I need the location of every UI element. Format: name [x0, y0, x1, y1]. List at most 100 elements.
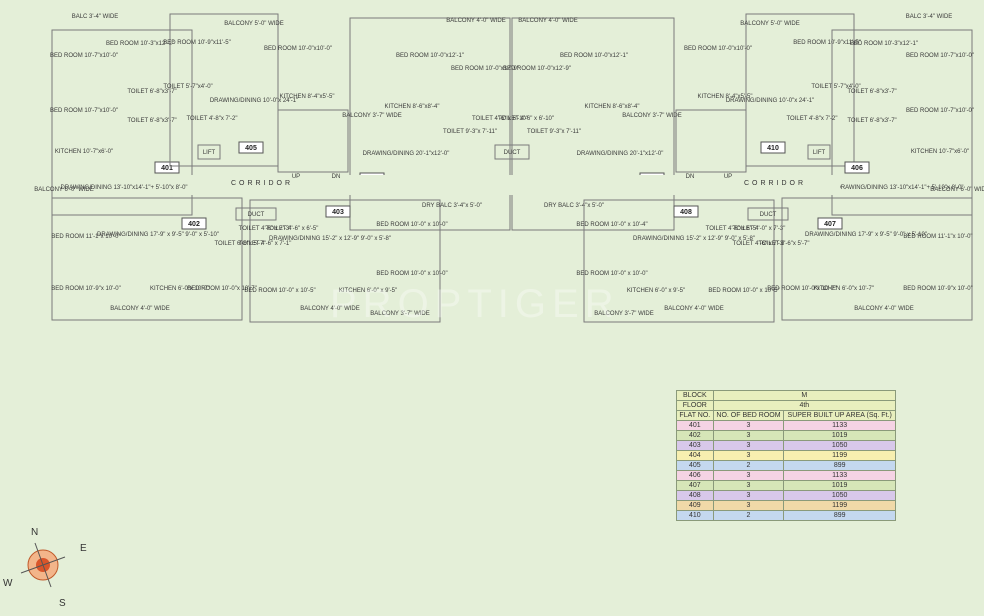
room-label: BALCONY 3'-7" WIDE	[370, 311, 430, 317]
cell-bed: 3	[712, 420, 785, 431]
flat-number-box	[238, 141, 264, 154]
room-label: BED ROOM 10'-9"x11'-5"	[163, 40, 230, 46]
room-label: BED ROOM 10'-0" x 10'-5"	[244, 288, 315, 294]
room-label: BALCONY 4'-0" WIDE	[300, 306, 360, 312]
flat-number: 403	[332, 209, 344, 216]
room-label: TOILET 4'-6" x 7'-3"	[239, 226, 292, 232]
flat-409: BED ROOM 10'-0"x12'-1"BED ROOM 10'-0"x12…	[498, 17, 682, 231]
flat-number-box	[673, 205, 699, 218]
room-label: BALCONY 4'-0" WIDE	[110, 306, 170, 312]
room-label: TOILET 5'-7"x4'-0"	[163, 84, 212, 90]
room-label: DRAWING/DINING 15'-2" x 12'-9" 9'-0" x 5…	[633, 236, 755, 242]
duct-center	[494, 144, 530, 160]
room-label: BALCONY 3'-7" WIDE	[342, 113, 402, 119]
room-label: DRY BALC 3'-4"x 5'-0"	[544, 203, 604, 209]
room-label: TOILET 4'-6" x 6'-5"	[266, 226, 319, 232]
room-label: BED ROOM 10'-0" x 10'-0"	[376, 222, 447, 228]
duct-left	[235, 207, 277, 221]
cell-bed: 3	[712, 470, 785, 481]
cell-flat: 405	[676, 460, 714, 471]
room-label: BALCONY 3'-7" WIDE	[594, 311, 654, 317]
room-label: TOILET 6'-8"x3'-7"	[127, 89, 176, 95]
flat-area	[349, 17, 511, 231]
block-row: BLOCK M	[676, 390, 897, 401]
flat-area	[511, 17, 675, 231]
room-label: KITCHEN 8'-4"x5'-5"	[698, 94, 753, 100]
room-label: BED ROOM 10'-7"x10'-0"	[50, 53, 118, 59]
cell-bed: 3	[712, 480, 785, 491]
duct-left-label: DUCT	[248, 212, 265, 218]
room-label: BED ROOM 10'-7"x10'-0"	[906, 53, 974, 59]
room-label: TOILET 6'-6"x 5'-7"	[758, 241, 809, 247]
cell-area: 1133	[783, 420, 896, 431]
flat-number: 406	[851, 165, 863, 172]
flat-area	[169, 13, 279, 167]
room-label: BALCONY 4'-0" WIDE	[446, 18, 506, 24]
compass-we-axis	[20, 556, 66, 574]
flat-405: BED ROOM 10'-9"x11'-5"BED ROOM 10'-0"x10…	[163, 13, 334, 167]
cell-area: 1050	[783, 440, 896, 451]
flat-number: 405	[245, 145, 257, 152]
room-label: KITCHEN 8'-6"x8'-4"	[385, 104, 440, 110]
cell-flat: 403	[676, 440, 714, 451]
flat-406: BED ROOM 10'-3"x12'-1"BED ROOM 10'-7"x10…	[831, 14, 984, 216]
room-label: BED ROOM 10'-9"x11'-5"	[793, 40, 860, 46]
room-label: TOILET 4'-6" x 7'-3"	[733, 241, 786, 247]
compass-north: N	[31, 527, 38, 538]
cell-flat: 402	[676, 430, 714, 441]
room-label: BED ROOM 11'-1"x 10'-0"	[903, 234, 972, 240]
room-label: BALCONY 4'-0" WIDE	[664, 306, 724, 312]
lift-left	[197, 144, 221, 160]
room-label: BALCONY 6'-0" WIDE	[34, 187, 94, 193]
room-label: TOILET 6'-8"x3'-7"	[847, 118, 896, 124]
compass-west: W	[3, 578, 13, 589]
cell-bed: 2	[712, 510, 785, 521]
block-label: BLOCK	[676, 390, 714, 401]
stair-up-left: UP	[292, 174, 300, 180]
room-label: BED ROOM 10'-0"x 10'-7"	[767, 286, 837, 292]
room-label: BALC 3'-4" WIDE	[906, 14, 953, 20]
stair-down-left: DN	[332, 174, 341, 180]
duct-right-label: DUCT	[760, 212, 777, 218]
room-label: BED ROOM 10'-7"x10'-0"	[50, 108, 118, 114]
room-label: BED ROOM 10'-0"x12'-1"	[560, 53, 628, 59]
room-label: BALCONY 5'-0" WIDE	[740, 21, 800, 27]
room-label: DRAWING/DINING 13'-10"x14'-1"+ 5'-10"x 8…	[60, 185, 187, 191]
room-label: BED ROOM 10'-9"x 10'-0"	[903, 286, 973, 292]
header-bedrooms: NO. OF BED ROOM	[712, 410, 785, 421]
room-label: BED ROOM 10'-0"x12'-9"	[451, 66, 519, 72]
block-value: M	[712, 390, 897, 401]
room-label: DRAWING/DINING 17'-9" x 9'-5" 9'-0" x 5'…	[97, 232, 219, 238]
flat-404: BED ROOM 10'-0"x12'-1" BED ROOM 10'-0"x12…	[342, 17, 528, 231]
cell-area: 1050	[783, 490, 896, 501]
room-label: DRY BALC 3'-4"x 5'-0"	[422, 203, 482, 209]
cell-area: 1199	[783, 500, 896, 511]
room-label: DRAWING/DINING 15'-2" x 12'-9" 9'-0" x 5…	[269, 236, 391, 242]
flat-area	[781, 197, 973, 321]
header-flat-no: FLAT NO.	[676, 410, 714, 421]
cell-bed: 3	[712, 440, 785, 451]
room-label: BALCONY 6'-0" WIDE	[930, 187, 984, 193]
flat-403: BED ROOM 10'-0" x 10'-0" BED ROOM 10'-0" …	[239, 199, 448, 323]
flat-number: 401	[161, 165, 173, 172]
flat-number: 407	[824, 221, 836, 228]
room-label: BED ROOM 10'-0"x12'-1"	[396, 53, 464, 59]
cell-area: 1199	[783, 450, 896, 461]
compass-east: E	[80, 543, 87, 554]
cell-flat: 406	[676, 470, 714, 481]
flat-number: 410	[767, 145, 779, 152]
cell-area: 1019	[783, 480, 896, 491]
header-area: SUPER BUILT UP AREA (Sq. Ft.)	[783, 410, 896, 421]
room-label: TOILET 4'-6" x 6'-10"	[472, 116, 528, 122]
flat-402: BED ROOM 11'-1"x 10'-0"BED ROOM 10'-9"x …	[51, 197, 291, 321]
room-label: DRAWING/DINING 20'-1"x12'-0"	[577, 151, 664, 157]
room-label: TOILET 9'-3"x 7'-11"	[443, 129, 497, 135]
lift-right-label: LIFT	[813, 150, 826, 156]
cell-flat: 401	[676, 420, 714, 431]
